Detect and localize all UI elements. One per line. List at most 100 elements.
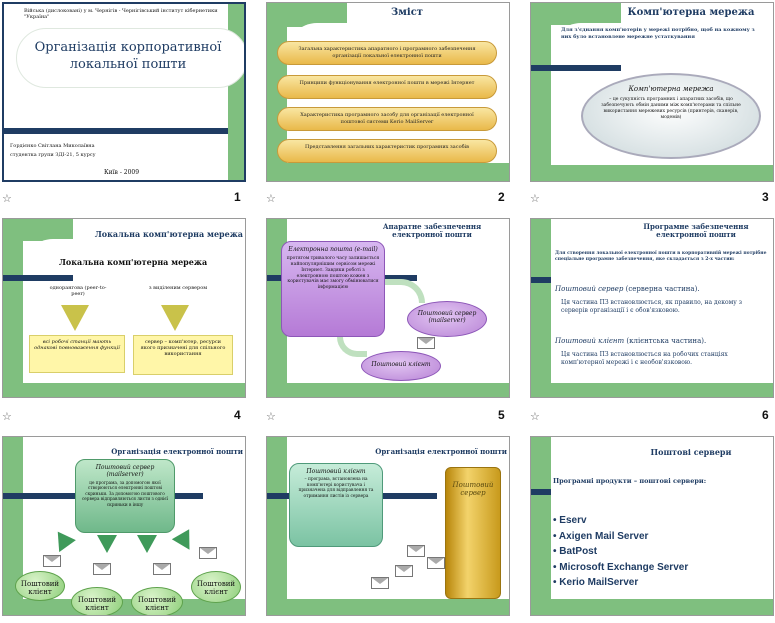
slide-1-year: Київ - 2009 bbox=[104, 169, 140, 176]
slide-2-green-bottom bbox=[267, 161, 509, 181]
slide-9-item-5[interactable]: • Kerio MailServer bbox=[553, 577, 639, 588]
slide-6-bullet-1-note: (серверна частина). bbox=[623, 285, 700, 293]
slide-6-bullet-1: Поштовий сервер (серверна частина). bbox=[555, 285, 769, 293]
slide-5-green-bottom bbox=[267, 381, 509, 397]
slide-6-green-stripe bbox=[531, 219, 551, 397]
slide-6-bullet-2-text: Ця частина ПЗ встановлюється на робочих … bbox=[561, 351, 728, 366]
slide-9-item-1-label: Eserv bbox=[559, 515, 587, 526]
slide-4-left-label: однорангова (peer-to-peer) bbox=[49, 285, 107, 297]
slide-4-navy-bar bbox=[3, 275, 73, 281]
slide-9-item-3[interactable]: • BatPost bbox=[553, 546, 598, 557]
slide-9-item-2[interactable]: • Axigen Mail Server bbox=[553, 530, 649, 542]
slide-7-envelope-icon-2 bbox=[93, 563, 111, 575]
slide-5-arrow-1 bbox=[385, 279, 425, 303]
slide-9-item-4-label: Microsoft Exchange Server bbox=[559, 561, 689, 573]
slide-1-title: Організація корпоративної локальної пошт… bbox=[34, 40, 222, 72]
slide-2-transition-icon: ☆ bbox=[266, 192, 276, 205]
slide-6-transition-icon: ☆ bbox=[530, 410, 540, 423]
slide-6-bullet-1-text: Ця частина ПЗ встановлюється, як правило… bbox=[561, 299, 743, 314]
slide-9-green-bottom bbox=[531, 597, 773, 615]
slide-9-item-4[interactable]: • Microsoft Exchange Server bbox=[553, 561, 689, 573]
slide-5-email-box-title: Електронна пошта (e-mail) bbox=[288, 246, 378, 253]
slide-2-item-2[interactable]: Принципи функціонування електронної пошт… bbox=[277, 75, 497, 99]
slide-4-left-arrow bbox=[61, 305, 89, 331]
slide-5[interactable]: Апаратне забезпечення електронної пошти … bbox=[266, 218, 510, 398]
slide-5-email-box-text: протягом тривалого часу залишається найп… bbox=[286, 256, 380, 291]
slide-8-envelope-icon-3 bbox=[407, 545, 425, 557]
slide-4-green-bottom bbox=[3, 381, 245, 397]
slide-4-right-arrow bbox=[161, 305, 189, 331]
slide-8-client-title: Поштовий клієнт bbox=[306, 468, 366, 475]
slide-5-title: Апаратне забезпечення електронної пошти bbox=[382, 222, 482, 240]
slide-6-title: Програмне забезпечення електронної пошти bbox=[643, 222, 749, 240]
slide-7[interactable]: Організація електронної пошти Поштовий с… bbox=[2, 436, 246, 616]
slide-8-server-cylinder bbox=[445, 467, 501, 599]
slide-1[interactable]: Війська (дислоковані) у м. Чернігів - Че… bbox=[2, 2, 246, 182]
slide-4-green-top bbox=[3, 219, 73, 241]
slide-8-envelope-icon-4 bbox=[427, 557, 445, 569]
slide-7-green-bottom bbox=[3, 597, 245, 615]
slide-5-server-ellipse: Поштовий сервер (mailserver) bbox=[407, 301, 487, 337]
slide-9-item-3-label: BatPost bbox=[559, 546, 598, 557]
slide-3-bubble bbox=[581, 73, 761, 159]
slide-7-envelope-icon-3 bbox=[153, 563, 171, 575]
slide-9-server-list: • Eserv • Axigen Mail Server • BatPost •… bbox=[553, 513, 688, 591]
slide-7-envelope-icon-4 bbox=[199, 547, 217, 559]
slide-8-title: Організація електронної пошти bbox=[375, 447, 507, 456]
slide-8-green-bottom bbox=[267, 597, 509, 615]
slide-7-client-1: Поштовий клієнт bbox=[15, 571, 65, 601]
slide-3-title: Комп'ютерна мережа bbox=[627, 7, 755, 18]
slide-2-title: Зміст bbox=[391, 7, 423, 18]
slide-2-item-3[interactable]: Характеристика програмного засобу для ор… bbox=[277, 107, 497, 131]
slide-6-content-area bbox=[551, 219, 773, 383]
slide-4-right-box: сервер – комп'ютер, ресурси якого призна… bbox=[133, 335, 233, 375]
slide-3-green-bottom bbox=[531, 163, 773, 181]
slide-7-title: Організація електронної пошти bbox=[111, 447, 243, 456]
slide-3-navy-bar bbox=[531, 65, 621, 71]
slide-1-number: 1 bbox=[234, 190, 241, 204]
slide-2-item-1[interactable]: Загальна характеристика апаратного і про… bbox=[277, 41, 497, 65]
slide-6-intro: Для створення локальної електронної пошт… bbox=[555, 251, 767, 262]
slide-7-client-4: Поштовий клієнт bbox=[191, 571, 241, 603]
slide-5-email-box: Електронна пошта (e-mail) протягом трива… bbox=[281, 241, 385, 337]
slide-8[interactable]: Організація електронної пошти Поштовий к… bbox=[266, 436, 510, 616]
slide-3-transition-icon: ☆ bbox=[530, 192, 540, 205]
slide-1-title-frame bbox=[16, 28, 244, 88]
slide-3-bubble-title: Комп'ютерна мережа bbox=[628, 85, 714, 93]
slide-3[interactable]: Комп'ютерна мережа Для з'єднання комп'ют… bbox=[530, 2, 774, 182]
slide-7-server-title: Поштовий сервер (mailserver) bbox=[95, 464, 155, 478]
slide-4-number: 4 bbox=[234, 408, 241, 422]
slide-1-author: Гордієнко Світлана Миколаївна bbox=[10, 143, 95, 149]
slide-7-client-2: Поштовий клієнт bbox=[71, 587, 123, 615]
slide-2[interactable]: Зміст Загальна характеристика апаратного… bbox=[266, 2, 510, 182]
slide-9[interactable]: Поштові сервери Програмні продукти – пош… bbox=[530, 436, 774, 616]
slide-6-green-bottom bbox=[531, 381, 773, 397]
slide-8-green-stripe bbox=[267, 437, 287, 615]
slide-9-subtitle: Програмні продукти – поштові сервери: bbox=[553, 477, 707, 485]
slide-4-right-label: з виділеним сервером bbox=[148, 285, 208, 291]
slide-9-title: Поштові сервери bbox=[650, 447, 732, 457]
slide-3-bubble-text: – це сукупність програмних і апаратних з… bbox=[601, 97, 741, 121]
slide-1-institution: Війська (дислоковані) у м. Чернігів - Че… bbox=[24, 8, 218, 20]
slide-6-bullet-2-note: (клієнтська частина). bbox=[624, 337, 707, 345]
slide-7-arrow-2 bbox=[97, 535, 117, 553]
slide-4-subtitle: Локальна комп'ютерна мережа bbox=[58, 257, 208, 267]
slide-9-item-1[interactable]: • Eserv bbox=[553, 515, 587, 526]
slide-4-left-box: всі робочі станції мають однакові повнов… bbox=[29, 335, 125, 373]
slide-7-green-stripe bbox=[3, 437, 23, 615]
slide-3-green-top bbox=[531, 3, 621, 25]
slide-4-title: Локальна комп'ютерна мережа bbox=[94, 229, 243, 239]
slide-5-client-ellipse: Поштовий клієнт bbox=[361, 351, 441, 381]
slide-6-bullet-2-title: Поштовий клієнт bbox=[555, 337, 625, 345]
slide-2-item-4[interactable]: Представлення загальних характеристик пр… bbox=[277, 139, 497, 163]
slide-9-item-2-label: Axigen Mail Server bbox=[558, 530, 649, 542]
slide-7-client-3: Поштовий клієнт bbox=[131, 587, 183, 615]
slide-4[interactable]: Локальна комп'ютерна мережа Локальна ком… bbox=[2, 218, 246, 398]
slide-3-number: 3 bbox=[762, 190, 769, 204]
slide-5-transition-icon: ☆ bbox=[266, 410, 276, 423]
slide-5-number: 5 bbox=[498, 408, 505, 422]
slide-8-envelope-icon-2 bbox=[395, 565, 413, 577]
slide-6[interactable]: Програмне забезпечення електронної пошти… bbox=[530, 218, 774, 398]
slide-7-server-box: Поштовий сервер (mailserver) це програма… bbox=[75, 459, 175, 533]
slide-8-server-label: Поштовий сервер bbox=[452, 481, 494, 497]
